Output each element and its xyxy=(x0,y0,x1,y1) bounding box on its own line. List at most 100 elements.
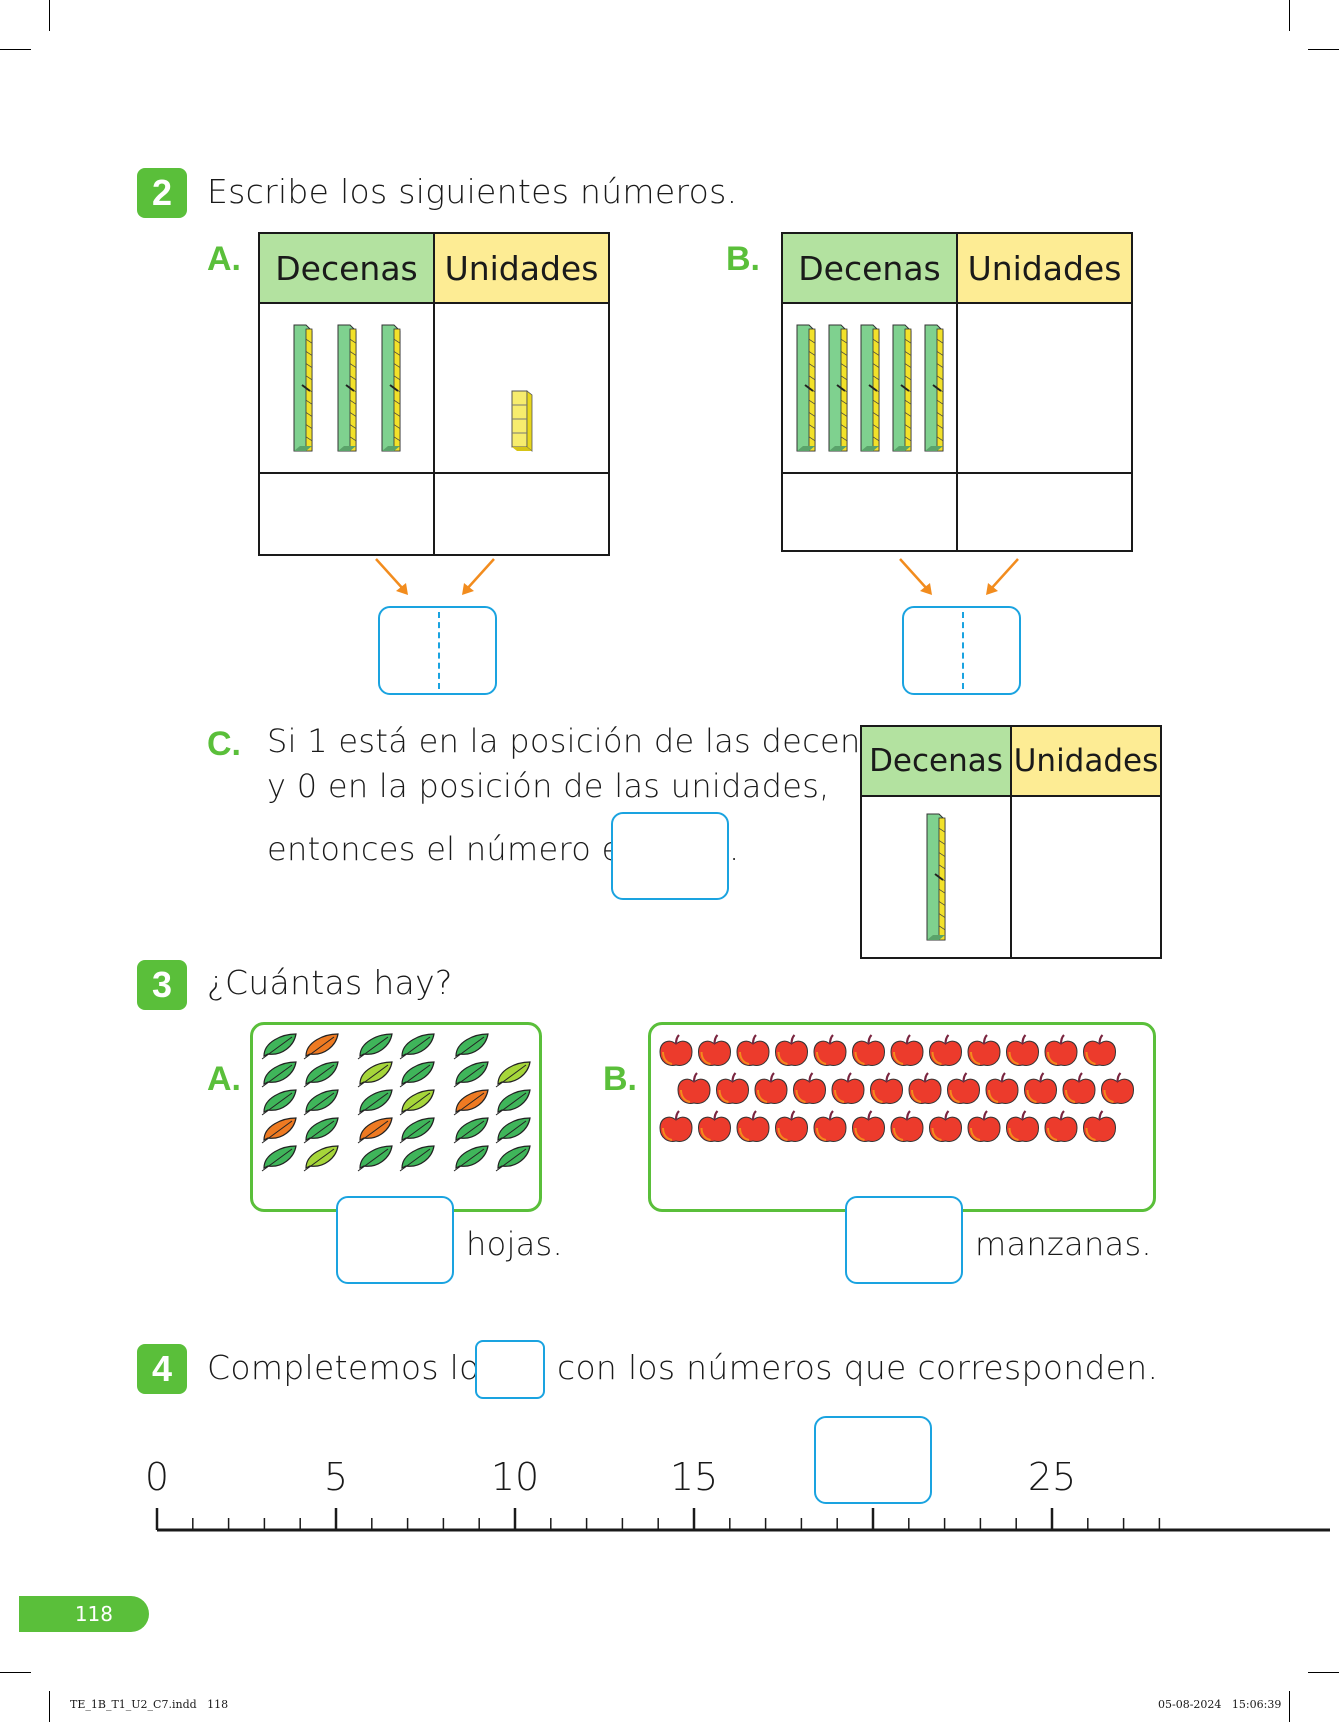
leaf-icon xyxy=(399,1033,435,1060)
tens-rod-icon xyxy=(892,324,911,452)
leaf-icon xyxy=(261,1033,297,1060)
tens-rod-icon xyxy=(381,324,400,452)
leaf-icon xyxy=(357,1033,393,1060)
apple-icon xyxy=(890,1034,924,1066)
crop-mark xyxy=(1289,0,1290,31)
number-answer-box-b[interactable] xyxy=(902,606,1021,695)
crop-mark xyxy=(0,49,31,50)
tens-rod-icon xyxy=(337,324,356,452)
item-label: A. xyxy=(207,1060,241,1098)
question-title-start: Completemos los xyxy=(207,1348,498,1387)
number-answer-box-a[interactable] xyxy=(378,606,497,695)
apples-group xyxy=(659,1034,1135,1142)
leaf-icon xyxy=(453,1089,489,1116)
apple-icon xyxy=(985,1072,1019,1104)
apple-icon xyxy=(736,1034,770,1066)
tens-rod-icon xyxy=(860,324,879,452)
header-decenas: Decenas xyxy=(781,232,958,304)
tens-cell xyxy=(258,302,435,474)
apple-icon xyxy=(967,1110,1001,1142)
header-unidades: Unidades xyxy=(433,232,610,304)
header-decenas: Decenas xyxy=(258,232,435,304)
item-label: B. xyxy=(603,1060,637,1098)
apple-icon xyxy=(1044,1034,1078,1066)
leaf-icon xyxy=(399,1145,435,1172)
tens-answer-cell[interactable] xyxy=(258,472,435,556)
apple-icon xyxy=(813,1110,847,1142)
tens-answer-cell[interactable] xyxy=(781,472,958,552)
apple-icon xyxy=(1023,1072,1058,1104)
question-number-badge: 4 xyxy=(137,1344,187,1394)
leaves-group xyxy=(261,1033,531,1172)
question-number-badge: 2 xyxy=(137,168,187,218)
item-label: C. xyxy=(207,725,241,763)
page-number: 118 xyxy=(19,1596,149,1632)
question-title: ¿Cuántas hay? xyxy=(207,963,453,1002)
header-unidades: Unidades xyxy=(956,232,1133,304)
arrows-icon xyxy=(375,558,495,595)
units-cell xyxy=(1010,795,1162,959)
tens-rod-icon xyxy=(796,324,815,452)
leaf-icon xyxy=(303,1061,339,1088)
apple-icon xyxy=(890,1110,924,1142)
leaves-answer-box[interactable] xyxy=(336,1196,454,1284)
tick-label: 0 xyxy=(145,1455,169,1499)
apples-answer-box[interactable] xyxy=(845,1196,963,1284)
leaf-icon xyxy=(495,1145,531,1172)
leaf-icon xyxy=(399,1061,435,1088)
leaf-icon xyxy=(303,1145,339,1172)
place-value-table-c: Decenas Unidades xyxy=(860,725,1162,959)
apple-icon xyxy=(967,1034,1001,1066)
units-cell xyxy=(956,302,1133,474)
tens-cell xyxy=(781,302,958,474)
leaf-icon xyxy=(495,1061,531,1088)
leaf-icon xyxy=(453,1061,489,1088)
units-cell xyxy=(433,302,610,474)
crop-mark xyxy=(1289,1691,1290,1722)
number-line-answer-box[interactable] xyxy=(814,1416,932,1504)
apple-icon xyxy=(946,1072,981,1104)
units-answer-cell[interactable] xyxy=(956,472,1133,552)
tens-cell xyxy=(860,795,1012,959)
item-label: A. xyxy=(207,240,241,278)
crop-mark xyxy=(49,1691,50,1722)
number-answer-box-c[interactable] xyxy=(611,812,729,900)
header-decenas: Decenas xyxy=(860,725,1012,797)
arrows-icon xyxy=(899,558,1019,595)
apple-icon xyxy=(1082,1034,1117,1066)
leaf-icon xyxy=(495,1117,531,1144)
units-answer-cell[interactable] xyxy=(433,472,610,556)
tens-rod-icon xyxy=(828,324,847,452)
header-unidades: Unidades xyxy=(1010,725,1162,797)
leaf-icon xyxy=(453,1145,489,1172)
apple-icon xyxy=(928,1110,963,1142)
crop-mark xyxy=(0,1672,31,1673)
apple-icon xyxy=(1005,1034,1040,1066)
example-box-icon xyxy=(475,1340,545,1399)
apple-icon xyxy=(831,1072,865,1104)
digit-divider xyxy=(961,612,964,689)
question-number-badge: 3 xyxy=(137,960,187,1010)
leaf-icon xyxy=(399,1117,435,1144)
question-title: Escribe los siguientes números. xyxy=(207,172,738,211)
crop-mark xyxy=(1308,49,1339,50)
apple-icon xyxy=(1062,1072,1096,1104)
apples-unit-label: manzanas. xyxy=(975,1225,1152,1263)
leaf-icon xyxy=(453,1117,489,1144)
apple-icon xyxy=(792,1072,827,1104)
apple-icon xyxy=(869,1072,904,1104)
tick-label: 5 xyxy=(324,1455,348,1499)
leaf-icon xyxy=(453,1033,489,1060)
place-value-table-a: Decenas Unidades xyxy=(258,232,610,556)
apple-icon xyxy=(813,1034,847,1066)
leaf-icon xyxy=(399,1089,435,1116)
apple-icon xyxy=(715,1072,750,1104)
leaf-icon xyxy=(261,1145,297,1172)
apple-icon xyxy=(1044,1110,1078,1142)
apple-icon xyxy=(928,1034,963,1066)
item-c-line2: y 0 en la posición de las unidades, xyxy=(267,767,830,805)
digit-divider xyxy=(437,612,440,689)
apple-icon xyxy=(908,1072,942,1104)
tick-label: 10 xyxy=(491,1455,539,1499)
